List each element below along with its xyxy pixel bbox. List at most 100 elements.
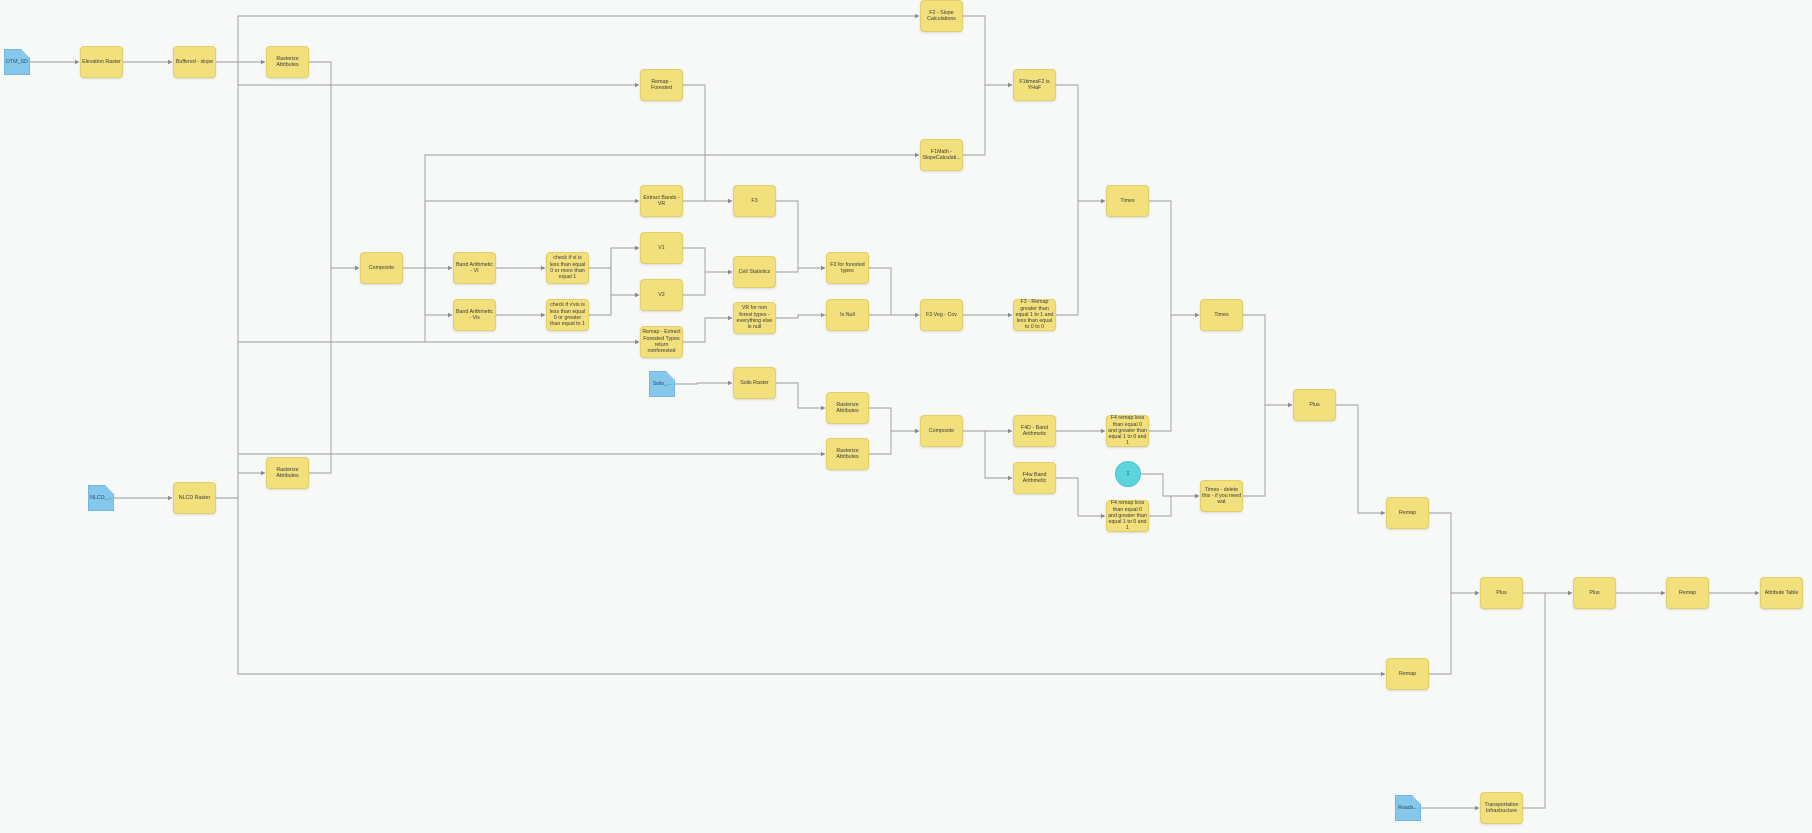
connector-arrow[interactable] xyxy=(216,13,920,63)
connector-arrow[interactable] xyxy=(776,200,826,271)
connector-arrow[interactable] xyxy=(963,15,1013,88)
process-node[interactable]: Rasterize Attributes xyxy=(266,457,309,489)
node-label: Roads... xyxy=(1398,804,1418,811)
connector-arrow[interactable] xyxy=(683,315,733,343)
connector-arrow[interactable] xyxy=(1141,473,1200,499)
process-node[interactable]: F1Math - SlopeCalculati... xyxy=(920,139,963,171)
process-node[interactable]: Plus xyxy=(1573,577,1616,609)
process-node[interactable]: F1timesF2 is YHaF xyxy=(1013,69,1056,101)
process-node[interactable]: Remap - Extract Forested Types return no… xyxy=(640,326,683,358)
process-node[interactable]: F4 remap less than equal 0 and greater t… xyxy=(1106,415,1149,447)
connector-arrow[interactable] xyxy=(1149,200,1200,318)
process-node[interactable]: Cell Statistics xyxy=(733,256,776,288)
process-node[interactable]: F3 - Remap greater than equal 1 to 1 and… xyxy=(1013,299,1056,331)
connector-arrow[interactable] xyxy=(963,430,1013,481)
constant-node[interactable]: 0 xyxy=(1115,461,1141,487)
node-label: F4 remap less than equal 0 and greater t… xyxy=(1108,500,1147,532)
process-node[interactable]: Extract Bands - VR xyxy=(640,185,683,217)
process-node[interactable]: F3 xyxy=(733,185,776,217)
process-node[interactable]: F3 for forested types xyxy=(826,252,869,284)
connector-arrow[interactable] xyxy=(589,245,640,316)
connector-arrow[interactable] xyxy=(869,407,920,434)
process-node[interactable]: Rasterize Attributes xyxy=(826,438,869,470)
process-node[interactable]: VR for non forest types - everything els… xyxy=(733,302,776,334)
process-node[interactable]: Remap xyxy=(1666,577,1709,609)
node-label: Buffered - slope xyxy=(175,58,214,65)
connector-arrow[interactable] xyxy=(403,198,640,269)
process-node[interactable]: F2 - Slope Calculations xyxy=(920,0,963,32)
process-node[interactable]: Times xyxy=(1200,299,1243,331)
process-node[interactable]: Plus xyxy=(1293,389,1336,421)
node-label: Band Arithmetic - Vis xyxy=(455,308,494,321)
process-node[interactable]: Times - delete this - if you need wat xyxy=(1200,480,1243,512)
process-node[interactable]: Transportation Infrastructure xyxy=(1480,792,1523,824)
process-node[interactable]: Rasterize Attributes xyxy=(826,392,869,424)
connector-arrow[interactable] xyxy=(683,84,733,204)
process-node[interactable]: Attribute Table xyxy=(1760,577,1803,609)
connector-arrow[interactable] xyxy=(1149,493,1200,517)
connector-arrow[interactable] xyxy=(869,428,920,455)
process-node[interactable]: Composite xyxy=(360,252,403,284)
connector-arrow[interactable] xyxy=(1429,590,1480,675)
node-label: V1 xyxy=(658,244,665,251)
process-node[interactable]: Rasterize Attributes xyxy=(266,46,309,78)
node-label: F3 xyxy=(751,197,758,204)
connector-arrow[interactable] xyxy=(589,292,640,316)
connector-arrow[interactable] xyxy=(403,267,453,318)
process-node[interactable]: check if v'vis is less than equal 0 or g… xyxy=(546,299,589,331)
node-label: Attribute Table xyxy=(1764,589,1799,596)
connector-arrow[interactable] xyxy=(1056,477,1106,519)
process-node[interactable]: Is Null xyxy=(826,299,869,331)
connector-arrow[interactable] xyxy=(1336,404,1386,516)
node-label: Remap xyxy=(1678,589,1697,596)
node-label: F3 for forested types xyxy=(830,261,865,274)
connector-arrow[interactable] xyxy=(963,82,1013,156)
process-node[interactable]: Remap - Forested xyxy=(640,69,683,101)
node-label: Plus xyxy=(1589,589,1600,596)
node-label: Cell Statistics xyxy=(738,268,771,275)
connector-arrow[interactable] xyxy=(869,267,920,318)
connector-arrow[interactable] xyxy=(216,470,266,499)
process-node[interactable]: Buffered - slope xyxy=(173,46,216,78)
process-node[interactable]: Band Arithmetic - Vis xyxy=(453,299,496,331)
connector-arrow[interactable] xyxy=(1056,84,1106,204)
connector-arrow[interactable] xyxy=(1429,512,1480,596)
process-node[interactable]: check if vi is less than equal 0 or more… xyxy=(546,252,589,284)
connector-arrow[interactable] xyxy=(309,265,360,474)
connector-arrow[interactable] xyxy=(1523,590,1573,809)
node-label: Soils Raster xyxy=(740,379,769,386)
connector-arrow[interactable] xyxy=(1149,312,1200,432)
connector-arrow[interactable] xyxy=(403,267,640,345)
connector-arrow[interactable] xyxy=(675,380,733,386)
process-node[interactable]: Composite xyxy=(920,415,963,447)
connector-arrow[interactable] xyxy=(309,61,360,271)
process-node[interactable]: Plus xyxy=(1480,577,1523,609)
process-node[interactable]: F4 remap less than equal 0 and greater t… xyxy=(1106,500,1149,532)
connector-arrow[interactable] xyxy=(1056,198,1106,316)
process-node[interactable]: Remap xyxy=(1386,658,1429,690)
connector-arrow[interactable] xyxy=(589,245,640,269)
process-node[interactable]: V1 xyxy=(640,232,683,264)
node-label: F3 - Remap greater than equal 1 to 1 and… xyxy=(1015,299,1054,331)
process-node[interactable]: F4w Band Arithmetic xyxy=(1013,462,1056,494)
connector-arrow[interactable] xyxy=(683,247,733,275)
process-node[interactable]: Soils Raster xyxy=(733,367,776,399)
connector-arrow[interactable] xyxy=(1243,402,1293,497)
process-node[interactable]: Elevation Raster xyxy=(80,46,123,78)
process-node[interactable]: NLCD Raster xyxy=(173,482,216,514)
connector-arrow[interactable] xyxy=(683,269,733,296)
process-node[interactable]: Times xyxy=(1106,185,1149,217)
connector-arrow[interactable] xyxy=(589,267,640,298)
connector-arrow[interactable] xyxy=(216,61,826,457)
process-node[interactable]: Remap xyxy=(1386,497,1429,529)
connector-arrow[interactable] xyxy=(776,382,826,411)
process-node[interactable]: V2 xyxy=(640,279,683,311)
process-node[interactable]: F3 Veg - Cov xyxy=(920,299,963,331)
process-node[interactable]: F4D - Band Arithmetic xyxy=(1013,415,1056,447)
connector-arrow[interactable] xyxy=(776,265,826,273)
connector-arrow[interactable] xyxy=(216,497,1386,677)
connector-arrow[interactable] xyxy=(1243,314,1293,408)
node-label: F4w Band Arithmetic xyxy=(1022,471,1047,484)
process-node[interactable]: Band Arithmetic - VI xyxy=(453,252,496,284)
